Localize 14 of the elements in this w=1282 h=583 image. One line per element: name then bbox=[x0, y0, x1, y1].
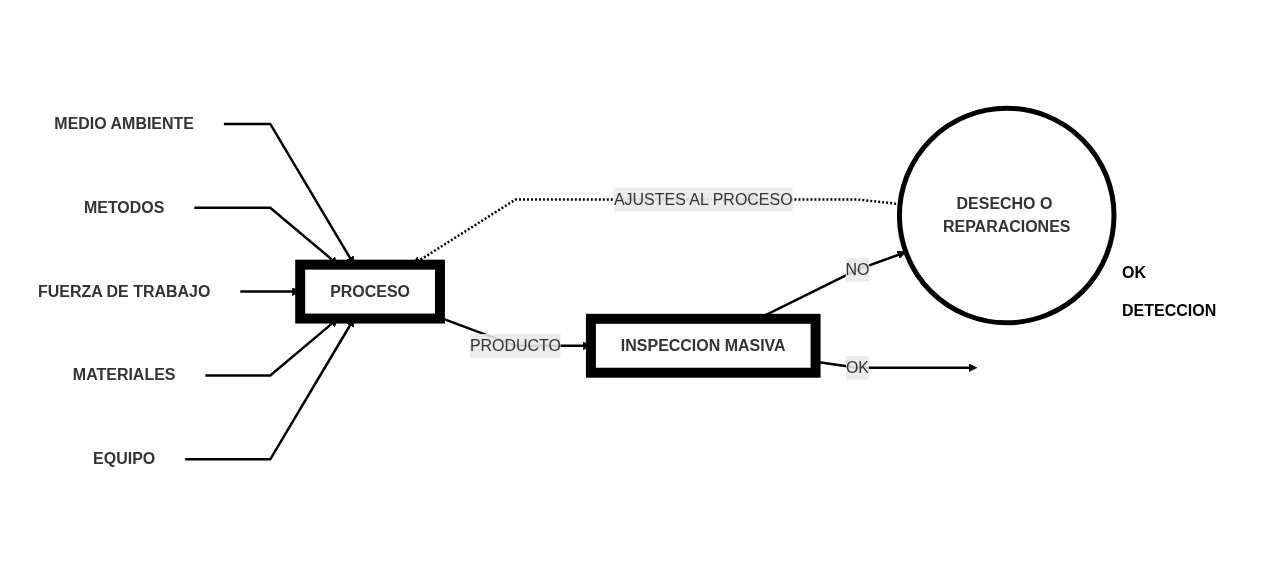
edge-label: NO bbox=[845, 260, 870, 278]
node-text: MEDIO AMBIENTE bbox=[54, 114, 194, 132]
edge-label: PRODUCTO bbox=[469, 336, 561, 354]
note-label: OK bbox=[1122, 263, 1147, 282]
node-text: METODOS bbox=[83, 198, 165, 216]
edge-label: OK bbox=[845, 358, 870, 376]
node-box: INSPECCION MASIVA bbox=[585, 313, 821, 378]
node-box: PROCESO bbox=[295, 259, 445, 324]
node-text: MATERIALES bbox=[72, 366, 176, 384]
node-text: FUERZA DE TRABAJO bbox=[37, 282, 211, 300]
edge-label: AJUSTES AL PROCESO bbox=[613, 190, 793, 208]
node-circle: DESECHO O REPARACIONES bbox=[896, 105, 1117, 326]
caption: DETECCION bbox=[1122, 301, 1218, 320]
node-text: EQUIPO bbox=[93, 450, 156, 468]
